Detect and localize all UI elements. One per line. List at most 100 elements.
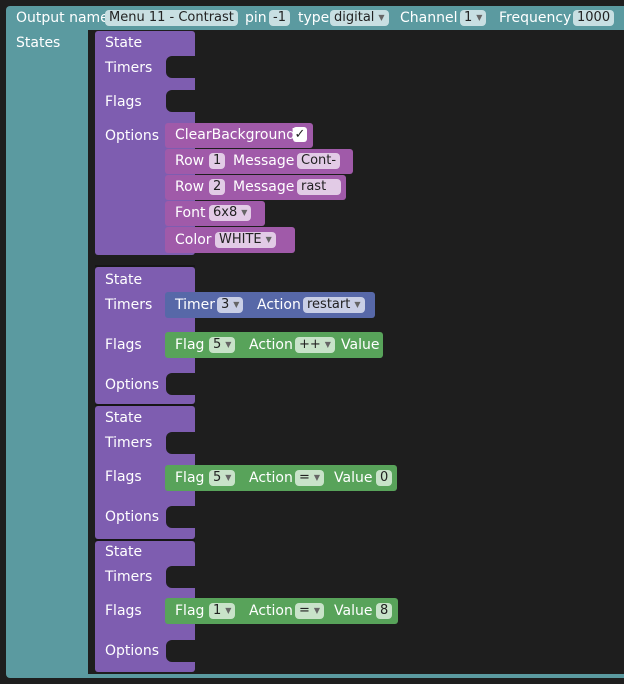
flag-label: Flag — [175, 470, 205, 486]
flag-action-value: = — [299, 470, 310, 485]
frequency-field[interactable]: 1000 — [573, 10, 615, 26]
flag-dropdown-value: 1 — [213, 603, 222, 618]
action-label: Action — [249, 337, 293, 353]
flag-action-dropdown[interactable]: =▼ — [295, 470, 325, 486]
channel-label: Channel — [400, 10, 458, 26]
message-field[interactable]: Cont- — [297, 153, 341, 169]
flags-label: Flags — [105, 94, 142, 110]
timers-label: Timers — [105, 297, 153, 313]
timer-dropdown[interactable]: 3▼ — [217, 297, 244, 313]
flag-action-value: = — [299, 603, 310, 618]
action-label: Action — [257, 297, 301, 313]
triangle-down-icon: ▼ — [265, 235, 272, 244]
timers-socket[interactable] — [166, 56, 200, 78]
timer-action-dropdown[interactable]: restart▼ — [303, 297, 365, 313]
flag-value-field[interactable]: 0 — [376, 470, 393, 486]
color-label: Color — [175, 232, 212, 248]
flag-action-dropdown[interactable]: ++▼ — [295, 337, 335, 353]
triangle-down-icon: ▼ — [313, 606, 321, 615]
timers-label: Timers — [105, 569, 153, 585]
triangle-down-icon: ▼ — [233, 300, 240, 309]
check-icon[interactable]: ✓ — [293, 127, 307, 142]
options-label: Options — [105, 643, 160, 659]
triangle-down-icon: ▼ — [324, 340, 331, 349]
message-field[interactable]: rast — [297, 179, 341, 195]
type-label: type — [298, 10, 330, 26]
flag-action-value: ++ — [299, 337, 321, 352]
triangle-down-icon: ▼ — [225, 606, 232, 615]
flag-value-field[interactable]: 8 — [376, 603, 393, 619]
timers-socket[interactable] — [166, 432, 200, 454]
options-socket[interactable] — [166, 640, 200, 662]
flag-block[interactable]: Flag 1▼ Action =▼ Value 8 — [165, 598, 398, 624]
timer-block[interactable]: Timer 3▼ Action restart▼ — [165, 292, 375, 318]
message-label: Message — [233, 179, 295, 195]
timer-label: Timer — [175, 297, 216, 313]
triangle-down-icon: ▼ — [354, 300, 361, 309]
flag-block[interactable]: Flag 5▼ Action ++▼ Value — [165, 332, 383, 358]
pin-field[interactable]: -1 — [269, 10, 290, 26]
channel-dropdown[interactable]: 1▼ — [460, 10, 487, 26]
options-socket[interactable] — [166, 506, 200, 528]
flag-dropdown[interactable]: 1▼ — [209, 603, 236, 619]
channel-dropdown-value: 1 — [464, 10, 473, 25]
flags-label: Flags — [105, 603, 142, 619]
option-clear-background[interactable]: ClearBackground ✓ — [165, 123, 313, 148]
flag-dropdown[interactable]: 5▼ — [209, 337, 236, 353]
timer-dropdown-value: 3 — [221, 297, 230, 312]
message-label: Message — [233, 153, 295, 169]
flag-dropdown[interactable]: 5▼ — [209, 470, 236, 486]
flags-label: Flags — [105, 337, 142, 353]
action-label: Action — [249, 470, 293, 486]
state-label: State — [105, 272, 143, 288]
triangle-down-icon: ▼ — [241, 208, 248, 217]
row-number-field[interactable]: 1 — [209, 153, 226, 169]
flags-label: Flags — [105, 469, 142, 485]
color-dropdown[interactable]: WHITE▼ — [215, 232, 276, 248]
option-color[interactable]: Color WHITE▼ — [165, 227, 295, 253]
type-dropdown[interactable]: digital▼ — [330, 10, 389, 26]
flag-label: Flag — [175, 337, 205, 353]
clear-background-label: ClearBackground — [175, 127, 296, 143]
flag-action-dropdown[interactable]: =▼ — [295, 603, 325, 619]
row-label: Row — [175, 153, 205, 169]
triangle-down-icon: ▼ — [225, 473, 232, 482]
state-label: State — [105, 410, 143, 426]
type-dropdown-value: digital — [334, 10, 375, 25]
value-label: Value — [334, 470, 373, 486]
pin-label: pin — [245, 10, 267, 26]
timers-socket[interactable] — [166, 566, 200, 588]
flag-dropdown-value: 5 — [213, 470, 222, 485]
action-label: Action — [249, 603, 293, 619]
options-label: Options — [105, 128, 160, 144]
state-label: State — [105, 544, 143, 560]
state-divider — [95, 265, 195, 267]
row-number-field[interactable]: 2 — [209, 179, 226, 195]
timer-action-value: restart — [307, 297, 351, 312]
value-label: Value — [334, 603, 373, 619]
flag-dropdown-value: 5 — [213, 337, 222, 352]
output-name-field[interactable]: Menu 11 - Contrast — [105, 10, 238, 26]
font-dropdown-value: 6x8 — [213, 205, 238, 220]
frequency-label: Frequency — [499, 10, 572, 26]
option-row-1[interactable]: Row 1 Message Cont- — [165, 149, 353, 174]
options-label: Options — [105, 509, 160, 525]
flag-label: Flag — [175, 603, 205, 619]
font-label: Font — [175, 205, 206, 221]
font-dropdown[interactable]: 6x8▼ — [209, 205, 252, 221]
flag-block[interactable]: Flag 5▼ Action =▼ Value 0 — [165, 465, 397, 491]
output-name-label: Output name — [16, 10, 109, 26]
options-socket[interactable] — [166, 373, 200, 395]
state-divider — [95, 539, 195, 541]
options-label: Options — [105, 377, 160, 393]
row-label: Row — [175, 179, 205, 195]
flags-socket[interactable] — [166, 90, 200, 112]
option-row-2[interactable]: Row 2 Message rast — [165, 175, 346, 200]
triangle-down-icon: ▼ — [225, 340, 232, 349]
timers-label: Timers — [105, 60, 153, 76]
triangle-down-icon: ▼ — [313, 473, 321, 482]
value-label: Value — [341, 337, 380, 353]
triangle-down-icon: ▼ — [378, 13, 385, 22]
option-font[interactable]: Font 6x8▼ — [165, 201, 265, 226]
timers-label: Timers — [105, 435, 153, 451]
